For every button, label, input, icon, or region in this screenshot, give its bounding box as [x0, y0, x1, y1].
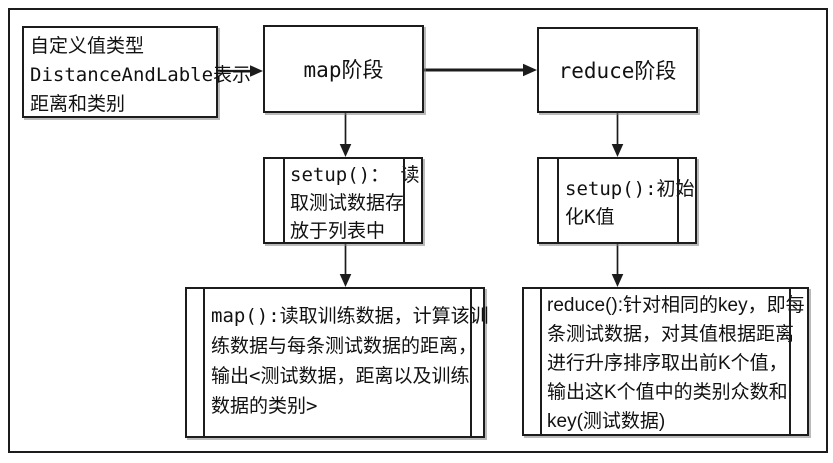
node-text-line: 条测试数据，对其值根据距离 — [547, 324, 795, 345]
predefined-process-left-bar — [540, 289, 542, 434]
node-text-line: 输出这K个值中的类别众数和 — [547, 382, 788, 403]
node-text-line: reduce():针对相同的key，即每 — [547, 295, 805, 316]
node-text-line: DistanceAndLable表示 — [30, 64, 252, 86]
node-text-line: 距离和类别 — [30, 93, 126, 115]
predefined-process-right-bar — [789, 289, 791, 434]
node-text-line: 自定义值类型 — [30, 35, 145, 57]
diagram-border — [8, 8, 828, 453]
node-custom-value-type: 自定义值类型 DistanceAndLable表示 距离和类别 — [22, 26, 252, 118]
node-text-line: 数据的类别> — [211, 395, 318, 417]
predefined-process-right-bar — [403, 159, 405, 242]
node-map-setup: setup()： 读 取测试数据存 放于列表中 — [263, 157, 423, 244]
node-text-line: 练数据与每条测试数据的距离， — [211, 335, 478, 357]
node-text-line: 取测试数据存 — [290, 192, 405, 214]
node-reduce-function: reduce():针对相同的key，即每 条测试数据，对其值根据距离 进行升序排… — [522, 287, 809, 436]
node-text-line: 放于列表中 — [290, 220, 386, 242]
predefined-process-left-bar — [557, 159, 559, 242]
predefined-process-right-bar — [470, 289, 472, 436]
node-text-line: 输出<测试数据，距离以及训练 — [211, 365, 470, 387]
node-text-line: 化K值 — [565, 206, 615, 228]
node-reduce-phase: reduce阶段 — [537, 27, 698, 113]
node-reduce-setup: setup():初始 化K值 — [537, 157, 697, 244]
node-label: map阶段 — [303, 58, 384, 82]
node-text-line: key(测试数据) — [547, 411, 666, 432]
node-text-line: map():读取训练数据，计算该训 — [211, 305, 489, 327]
node-label: reduce阶段 — [558, 59, 677, 83]
predefined-process-right-bar — [677, 159, 679, 242]
predefined-process-left-bar — [283, 159, 285, 242]
node-text-line: setup():初始 — [565, 178, 695, 200]
node-map-function: map():读取训练数据，计算该训 练数据与每条测试数据的距离， 输出<测试数据… — [185, 287, 489, 438]
node-text-line: setup()： 读 — [290, 164, 420, 186]
node-map-phase: map阶段 — [263, 25, 424, 113]
node-text-line: 进行升序排序取出前K个值， — [547, 353, 788, 374]
predefined-process-left-bar — [203, 289, 205, 436]
